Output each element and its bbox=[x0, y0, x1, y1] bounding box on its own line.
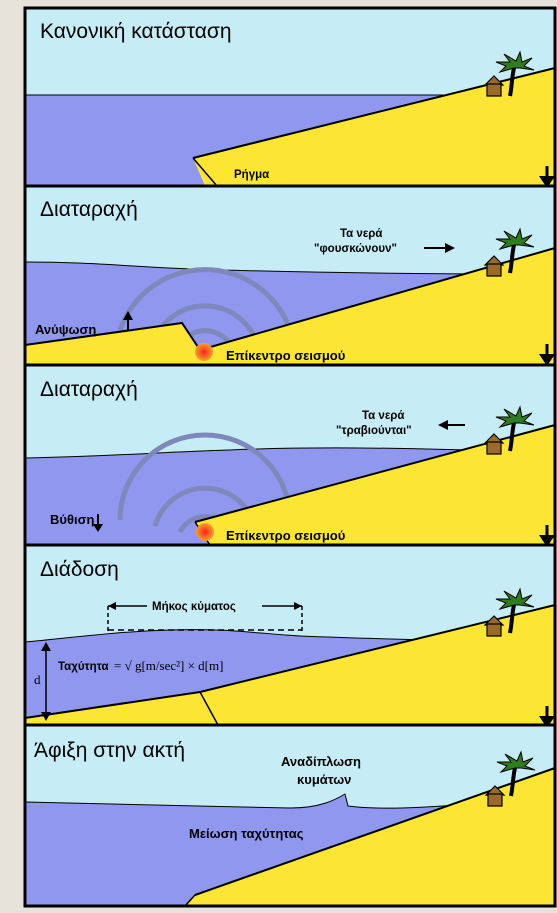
epicenter-marker bbox=[195, 343, 213, 361]
depth-symbol: d bbox=[34, 672, 41, 687]
uplift-label: Ανύψωση bbox=[35, 322, 96, 337]
panel-4-title: Διάδοση bbox=[40, 558, 119, 581]
subsidence-label: Βύθιση bbox=[50, 512, 94, 527]
slowdown-label: Μείωση ταχύτητας bbox=[189, 826, 304, 841]
speed-label: Ταχύτητα bbox=[58, 661, 109, 673]
speed-formula: = √ g[m/sec²] × d[m] bbox=[114, 658, 223, 673]
panel-3-title: Διαταραχή bbox=[40, 378, 138, 401]
water-label-line2: "τραβιούνται" bbox=[336, 425, 412, 437]
breaking-label-line1: Αναδίπλωση bbox=[281, 754, 361, 769]
epicenter-marker bbox=[196, 523, 214, 541]
epicenter-label: Επίκεντρο σεισμού bbox=[226, 528, 346, 543]
panel-2-title: Διαταραχή bbox=[40, 198, 138, 221]
fault-label: Ρήγμα bbox=[234, 169, 269, 181]
water-label-line1: Τα νερά bbox=[340, 228, 382, 240]
panel-propagation: Διάδοση Μήκος κύματος d Ταχύτητα = √ g[m… bbox=[25, 545, 555, 728]
water-label-line1: Τα νερά bbox=[362, 410, 404, 422]
panel-disturbance-uplift: Διαταραχή Τα νερά "φουσκώνουν" Ανύψωση Ε… bbox=[25, 186, 555, 366]
panel-5-title: Άφιξη στην ακτή bbox=[34, 739, 185, 762]
panel-arrival-at-coast: Άφιξη στην ακτή Αναδίπλωση κυμάτων Μείωσ… bbox=[25, 725, 555, 906]
epicenter-label: Επίκεντρο σεισμού bbox=[226, 348, 346, 363]
panel-1-title: Κανονική κατάσταση bbox=[40, 20, 232, 43]
panel-normal-state: Κανονική κατάσταση Ρήγμα bbox=[25, 8, 555, 188]
breaking-label-line2: κυμάτων bbox=[297, 772, 351, 787]
wavelength-label: Μήκος κύματος bbox=[152, 601, 236, 613]
panel-disturbance-subsidence: Διαταραχή Τα νερά "τραβιούνται" Βύθιση Ε… bbox=[25, 365, 555, 547]
water-label-line2: "φουσκώνουν" bbox=[314, 243, 397, 255]
